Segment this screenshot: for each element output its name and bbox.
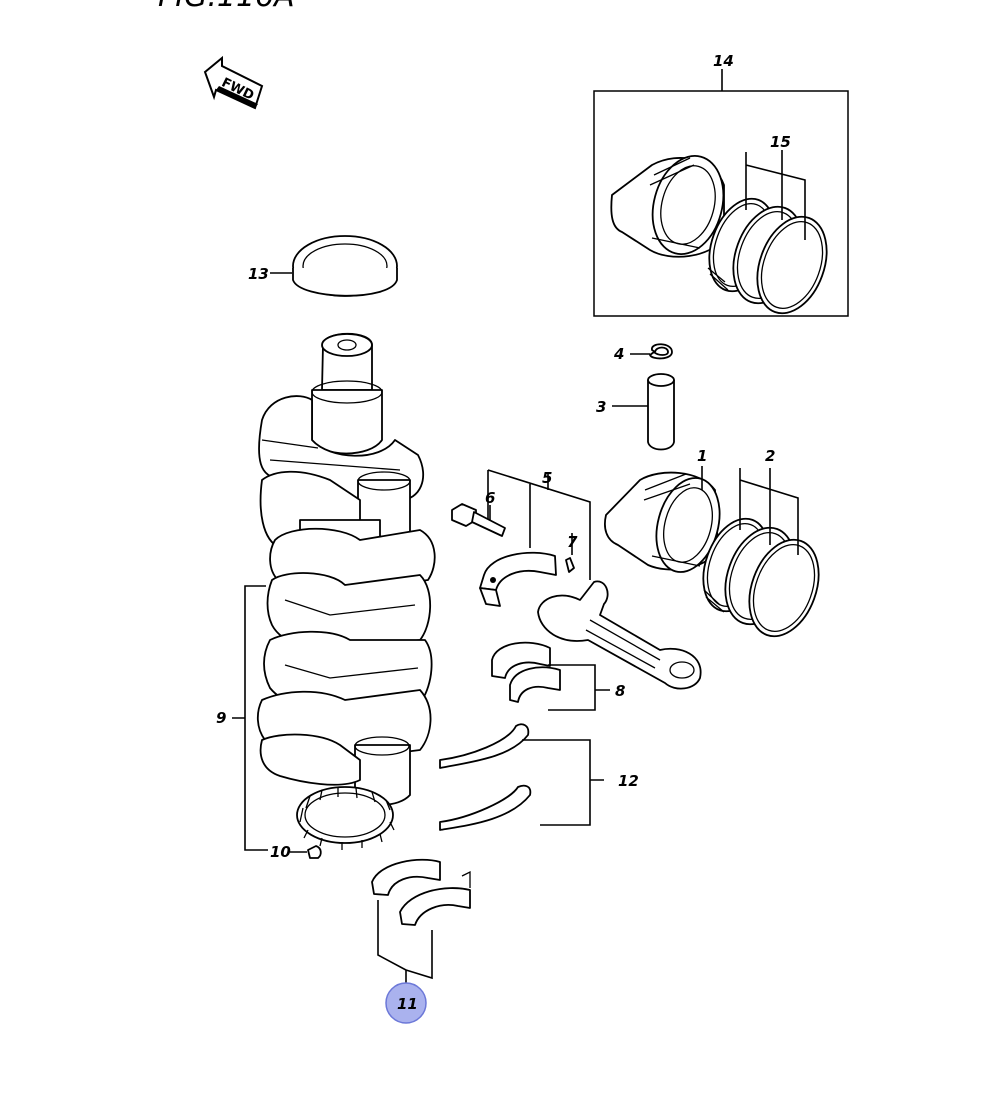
svg-text:15: 15 xyxy=(770,133,791,151)
callout-10[interactable]: 10 xyxy=(270,843,291,861)
connecting-rod xyxy=(537,580,702,690)
piston-pin-clip xyxy=(649,343,673,360)
callout-2[interactable]: 2 xyxy=(765,447,775,465)
callout-1[interactable]: 1 xyxy=(697,447,707,465)
callout-3[interactable]: 3 xyxy=(596,398,606,416)
svg-text:2: 2 xyxy=(765,447,775,465)
callout-9[interactable]: 9 xyxy=(216,709,226,727)
svg-text:3: 3 xyxy=(596,398,606,416)
svg-text:4: 4 xyxy=(613,345,624,363)
piston xyxy=(604,471,721,573)
svg-text:11: 11 xyxy=(397,995,418,1013)
bearing-lock-pin xyxy=(565,557,575,573)
svg-text:6: 6 xyxy=(485,489,495,507)
svg-text:9: 9 xyxy=(216,709,226,727)
main-bearing xyxy=(371,858,471,926)
piston-set-piston xyxy=(610,155,725,258)
piston-pin xyxy=(647,373,675,451)
callout-12[interactable]: 12 xyxy=(618,772,639,790)
thrust-washer xyxy=(439,723,532,831)
svg-text:1: 1 xyxy=(697,447,707,465)
oil-seal xyxy=(292,235,398,297)
svg-text:8: 8 xyxy=(615,682,625,700)
svg-text:14: 14 xyxy=(713,52,734,70)
dowel-pin xyxy=(307,845,322,859)
callout-13[interactable]: 13 xyxy=(248,265,269,283)
callout-6[interactable]: 6 xyxy=(485,489,495,507)
callout-7[interactable]: 7 xyxy=(567,533,578,551)
svg-text:10: 10 xyxy=(270,843,291,861)
callout-8[interactable]: 8 xyxy=(615,682,625,700)
callout-11-highlight xyxy=(385,982,427,1024)
figure-title: FIG.116A xyxy=(158,0,295,14)
piston-set-box xyxy=(593,69,849,317)
conrod-bolt xyxy=(451,503,506,537)
svg-text:7: 7 xyxy=(567,533,578,551)
svg-text:12: 12 xyxy=(618,772,639,790)
fwd-arrow-icon: FWD xyxy=(203,55,264,110)
conrod-bearing xyxy=(491,641,561,703)
callout-4[interactable]: 4 xyxy=(613,345,624,363)
piston-set-rings xyxy=(707,197,828,315)
callout-5[interactable]: 5 xyxy=(542,469,552,487)
conrod-cap xyxy=(479,551,557,607)
callout-11[interactable]: 11 xyxy=(397,995,418,1013)
callout-14[interactable]: 14 xyxy=(713,52,734,70)
crankshaft xyxy=(256,332,436,850)
svg-text:5: 5 xyxy=(542,469,552,487)
piston-rings xyxy=(702,517,820,638)
callout-15[interactable]: 15 xyxy=(770,133,791,151)
svg-text:13: 13 xyxy=(248,265,269,283)
